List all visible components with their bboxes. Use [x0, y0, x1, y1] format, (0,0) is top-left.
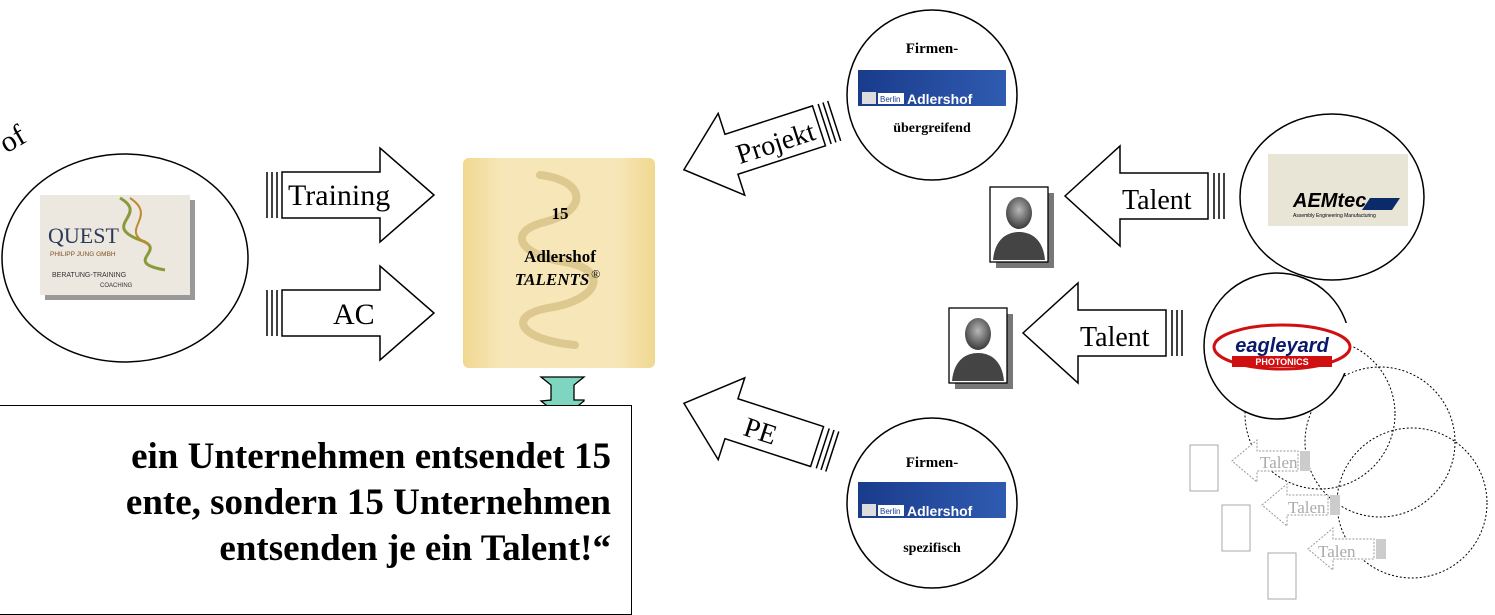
quest-tagline2: COACHING — [100, 283, 133, 289]
circle-aemtec: AEMtec Assembly Engineering Manufacturin… — [1239, 113, 1425, 281]
aemtec-name: AEMtec — [1292, 190, 1366, 212]
ac-arrow: AC — [266, 264, 436, 362]
quote-line-3: entsenden je ein Talent!“ — [219, 528, 611, 569]
talents-box: 15 Adlershof TALENTS ® — [463, 158, 655, 368]
talents-swirl-icon — [517, 171, 598, 349]
adlershof-berlin-bottom: Berlin — [880, 507, 900, 516]
person-icon-top — [989, 186, 1054, 268]
ghost-arrow-3: Talen — [1307, 526, 1386, 572]
building-icon — [862, 92, 876, 104]
training-label: Training — [288, 179, 390, 212]
aemtec-logo — [1268, 154, 1408, 226]
ghost-arrow-3-label: Talen — [1318, 542, 1356, 561]
circle-firmen-spezifisch: Firmen- Berlin Adlershof spezifisch — [846, 417, 1018, 589]
pe-arrow: PE — [682, 376, 840, 472]
adlershof-text-bottom: Adlershof — [907, 503, 973, 519]
quest-tagline1: BERATUNG-TRAINING — [52, 272, 126, 279]
eagleyard-name: eagleyard — [1235, 335, 1329, 357]
circle-eagleyard: eagleyard PHOTONICS — [1203, 272, 1352, 420]
talent-arrow-top: Talent — [1063, 144, 1225, 248]
projekt-arrow: Projekt — [682, 100, 842, 197]
talent-top-label: Talent — [1122, 185, 1192, 216]
talents-number: 15 — [552, 204, 569, 223]
talents-line2: TALENTS — [515, 270, 590, 289]
adlershof-text-top: Adlershof — [907, 91, 973, 107]
firmen-bottom-label: Firmen- — [906, 455, 958, 471]
quest-circle: QUEST PHILIPP JUNG GMBH BERATUNG-TRAININ… — [1, 153, 249, 363]
ghost-person-1 — [1189, 444, 1219, 492]
quest-sub: PHILIPP JUNG GMBH — [50, 251, 116, 258]
firmen-bottom-bottom-label: spezifisch — [903, 541, 961, 556]
ac-label: AC — [333, 298, 375, 331]
talents-line1: Adlershof — [524, 247, 596, 266]
training-arrow: Training — [266, 146, 436, 244]
adlershof-berlin-top: Berlin — [880, 95, 900, 104]
building-icon-bottom — [862, 504, 876, 516]
left-fragment-text: of — [0, 119, 31, 160]
eagleyard-sub: PHOTONICS — [1255, 357, 1308, 367]
quote-box: ein Unternehmen entsendet 15 ente, sonde… — [0, 405, 632, 615]
quest-name: QUEST — [48, 223, 119, 248]
ghost-person-2 — [1221, 504, 1251, 552]
quest-swirl2-icon — [129, 197, 151, 246]
quote-line-1: ein Unternehmen entsendet 15 — [131, 436, 611, 477]
ghost-person-3 — [1267, 552, 1297, 600]
circle-firmen-uebergreifend: Firmen- Berlin Adlershof übergreifend — [846, 9, 1018, 181]
ghost-arrow-2: Talen — [1261, 482, 1340, 528]
ghost-arrow-1-label: Talen — [1260, 453, 1298, 472]
firmen-top-bottom-label: übergreifend — [893, 121, 971, 136]
person-icon-mid — [948, 307, 1013, 389]
talent-mid-label: Talent — [1080, 322, 1150, 353]
aemtec-swoosh-icon — [1362, 198, 1400, 210]
quest-logo — [40, 195, 190, 295]
firmen-top-label: Firmen- — [906, 41, 958, 57]
talents-registered-mark: ® — [591, 267, 600, 281]
quote-line-2: ente, sondern 15 Unternehmen — [125, 482, 611, 523]
talent-arrow-mid: Talent — [1021, 281, 1183, 385]
aemtec-sub: Assembly Engineering Manufacturing — [1293, 213, 1376, 219]
ghost-arrow-1: Talen — [1231, 438, 1310, 484]
ghost-arrow-2-label: Talen — [1288, 498, 1326, 517]
